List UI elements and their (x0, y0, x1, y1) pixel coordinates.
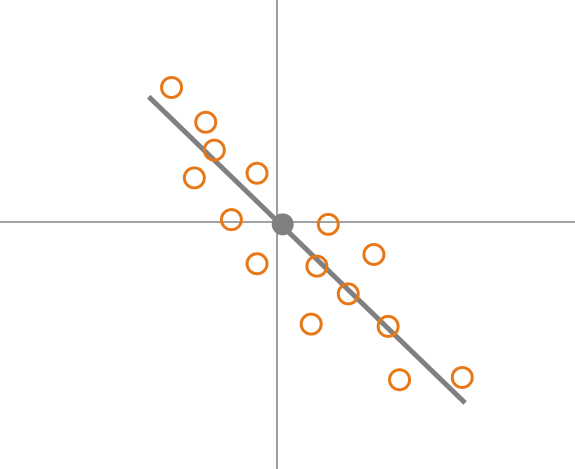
regression-line (147, 94, 467, 405)
data-point (219, 208, 243, 232)
data-point (362, 242, 386, 266)
data-points (160, 75, 474, 392)
data-point (245, 252, 269, 276)
data-point (376, 314, 400, 338)
data-point (299, 312, 323, 336)
data-point (245, 161, 269, 185)
centroid-point (271, 213, 294, 236)
data-point (194, 110, 218, 134)
data-point (316, 212, 340, 236)
data-point (160, 75, 184, 99)
data-point (336, 282, 360, 306)
data-point (202, 138, 226, 162)
data-point (305, 254, 329, 278)
data-point (182, 166, 206, 190)
data-point (388, 368, 412, 392)
data-point (450, 365, 474, 389)
